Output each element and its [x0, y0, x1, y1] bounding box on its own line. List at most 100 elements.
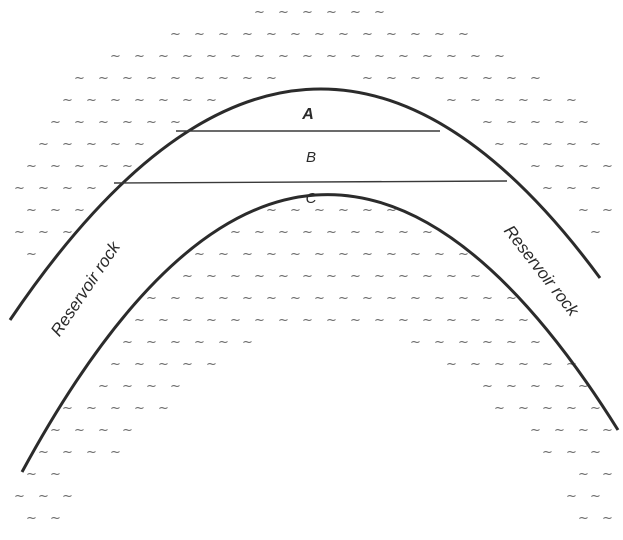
shale-dash-mark: ~ [410, 71, 421, 86]
shale-dash-mark: ~ [518, 137, 529, 152]
shale-dash-mark: ~ [470, 269, 481, 284]
shale-dash-mark: ~ [194, 247, 205, 262]
shale-dash-mark: ~ [410, 247, 421, 262]
shale-dash-mark: ~ [38, 489, 49, 504]
shale-dash-mark: ~ [194, 335, 205, 350]
shale-dash-mark: ~ [386, 291, 397, 306]
shale-dash-mark: ~ [530, 159, 541, 174]
shale-dash-mark: ~ [362, 291, 373, 306]
shale-dash-mark: ~ [350, 225, 361, 240]
shale-dash-mark: ~ [554, 423, 565, 438]
shale-dash-mark: ~ [530, 115, 541, 130]
shale-dash-mark: ~ [506, 291, 517, 306]
shale-dash-mark: ~ [374, 225, 385, 240]
shale-dash-mark: ~ [386, 247, 397, 262]
shale-dash-mark: ~ [62, 225, 73, 240]
shale-dash-mark: ~ [122, 335, 133, 350]
shale-dash-mark: ~ [518, 401, 529, 416]
shale-dash-mark: ~ [314, 203, 325, 218]
shale-dash-mark: ~ [590, 445, 601, 460]
shale-dash-mark: ~ [26, 467, 37, 482]
shale-dash-mark: ~ [302, 269, 313, 284]
shale-dash-mark: ~ [566, 445, 577, 460]
shale-dash-mark: ~ [146, 291, 157, 306]
shale-dash-mark: ~ [134, 401, 145, 416]
shale-dash-mark: ~ [506, 115, 517, 130]
shale-dash-mark: ~ [194, 27, 205, 42]
shale-dash-mark: ~ [506, 379, 517, 394]
shale-dash-mark: ~ [530, 71, 541, 86]
shale-dash-mark: ~ [290, 291, 301, 306]
shale-dash-mark: ~ [122, 423, 133, 438]
shale-dash-mark: ~ [194, 291, 205, 306]
shale-dash-mark: ~ [254, 5, 265, 20]
shale-dash-mark: ~ [38, 225, 49, 240]
shale-dash-mark: ~ [386, 27, 397, 42]
shale-dash-mark: ~ [86, 401, 97, 416]
shale-dash-mark: ~ [74, 159, 85, 174]
shale-dash-mark: ~ [218, 335, 229, 350]
shale-dash-mark: ~ [26, 247, 37, 262]
shale-dash-mark: ~ [398, 313, 409, 328]
shale-dash-mark: ~ [170, 71, 181, 86]
shale-dash-mark: ~ [74, 203, 85, 218]
zone-b-label: B [306, 149, 316, 166]
shale-dash-mark: ~ [182, 49, 193, 64]
shale-dash-mark: ~ [182, 93, 193, 108]
shale-dash-mark: ~ [146, 71, 157, 86]
shale-dash-mark: ~ [302, 5, 313, 20]
shale-dash-mark: ~ [578, 203, 589, 218]
shale-dash-mark: ~ [146, 379, 157, 394]
shale-dash-mark: ~ [290, 203, 301, 218]
shale-dash-mark: ~ [182, 357, 193, 372]
shale-dash-mark: ~ [554, 115, 565, 130]
shale-dash-mark: ~ [50, 115, 61, 130]
shale-dash-mark: ~ [122, 71, 133, 86]
shale-dash-mark: ~ [470, 357, 481, 372]
shale-dash-mark: ~ [338, 203, 349, 218]
shale-dash-mark: ~ [230, 313, 241, 328]
shale-dash-mark: ~ [434, 247, 445, 262]
shale-dash-mark: ~ [302, 225, 313, 240]
shale-dash-mark: ~ [86, 93, 97, 108]
shale-dash-mark: ~ [158, 313, 169, 328]
shale-dash-mark: ~ [470, 49, 481, 64]
shale-dash-mark: ~ [446, 269, 457, 284]
shale-dash-mark: ~ [578, 115, 589, 130]
shale-dash-mark: ~ [326, 313, 337, 328]
shale-dash-mark: ~ [86, 181, 97, 196]
shale-dash-mark: ~ [206, 269, 217, 284]
shale-dash-mark: ~ [266, 291, 277, 306]
shale-dash-mark: ~ [446, 49, 457, 64]
shale-dash-mark: ~ [590, 489, 601, 504]
shale-dash-mark: ~ [362, 247, 373, 262]
shale-dash-mark: ~ [434, 335, 445, 350]
shale-dash-mark: ~ [62, 489, 73, 504]
shale-dash-mark: ~ [242, 291, 253, 306]
shale-dash-mark: ~ [146, 335, 157, 350]
shale-dash-mark: ~ [134, 49, 145, 64]
shale-dash-mark: ~ [494, 401, 505, 416]
shale-dash-mark: ~ [590, 401, 601, 416]
shale-dash-mark: ~ [566, 93, 577, 108]
shale-dash-mark: ~ [590, 137, 601, 152]
shale-dash-mark: ~ [338, 247, 349, 262]
shale-dash-mark: ~ [134, 357, 145, 372]
shale-dash-mark: ~ [62, 401, 73, 416]
shale-dash-mark: ~ [578, 159, 589, 174]
shale-dash-mark: ~ [254, 49, 265, 64]
shale-dash-mark: ~ [170, 115, 181, 130]
shale-dash-mark: ~ [98, 423, 109, 438]
shale-dash-mark: ~ [374, 313, 385, 328]
shale-dash-mark: ~ [554, 379, 565, 394]
shale-dash-mark: ~ [266, 203, 277, 218]
shale-dash-mark: ~ [398, 49, 409, 64]
shale-dash-mark: ~ [326, 269, 337, 284]
shale-dash-mark: ~ [542, 93, 553, 108]
shale-dash-mark: ~ [134, 137, 145, 152]
shale-dash-mark: ~ [86, 445, 97, 460]
shale-dash-mark: ~ [542, 181, 553, 196]
shale-dash-mark: ~ [482, 379, 493, 394]
shale-dash-mark: ~ [326, 225, 337, 240]
shale-dash-mark: ~ [122, 379, 133, 394]
